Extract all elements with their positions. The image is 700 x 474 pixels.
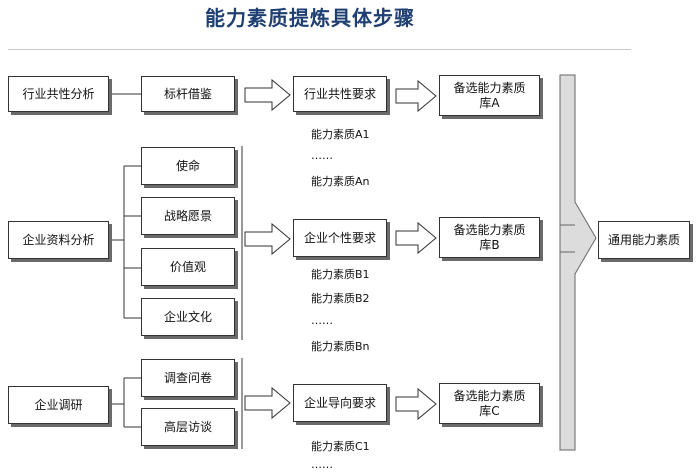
competency-c-ellipsis: …… [311, 458, 333, 471]
competency-b-ellipsis: …… [311, 314, 333, 327]
arrow-to-library-b [395, 221, 437, 255]
arrow-merge-to-result [559, 74, 597, 451]
library-candidate-b: 备选能力素质 库B [439, 217, 540, 258]
method-mission: 使命 [141, 147, 235, 185]
competency-an: 能力素质An [311, 175, 370, 188]
method-survey: 调查问卷 [141, 359, 235, 397]
requirement-company-individual: 企业个性要求 [293, 219, 387, 257]
competency-b1: 能力素质B1 [311, 268, 370, 281]
source-company-research: 企业调研 [8, 386, 109, 424]
method-corporate-culture: 企业文化 [141, 298, 235, 336]
competency-b2: 能力素质B2 [311, 292, 370, 305]
source-industry-analysis: 行业共性分析 [8, 76, 109, 112]
method-values: 价值观 [141, 248, 235, 286]
arrow-to-common-requirement [244, 78, 291, 112]
method-strategic-vision: 战略愿景 [141, 197, 235, 235]
method-executive-interview: 高层访谈 [141, 408, 235, 446]
result-general-competency: 通用能力素质 [598, 221, 690, 259]
method-benchmark: 标杆借鉴 [141, 76, 235, 112]
competency-c1: 能力素质C1 [311, 440, 370, 453]
competency-a1: 能力素质A1 [311, 128, 370, 141]
requirement-industry-common: 行业共性要求 [293, 76, 387, 112]
source-company-materials-analysis: 企业资料分析 [8, 221, 109, 259]
title-divider [8, 49, 631, 50]
library-candidate-a: 备选能力素质 库A [439, 75, 540, 116]
library-candidate-c: 备选能力素质 库C [439, 383, 540, 424]
arrow-to-guidance-requirement [244, 386, 291, 420]
arrow-to-individual-requirement [244, 222, 291, 256]
requirement-company-guidance: 企业导向要求 [293, 384, 387, 422]
arrow-to-library-a [395, 79, 437, 113]
competency-a-ellipsis: …… [311, 149, 333, 162]
arrow-to-library-c [395, 387, 437, 421]
page-title: 能力素质提炼具体步骤 [205, 6, 415, 30]
competency-bn: 能力素质Bn [311, 340, 370, 353]
